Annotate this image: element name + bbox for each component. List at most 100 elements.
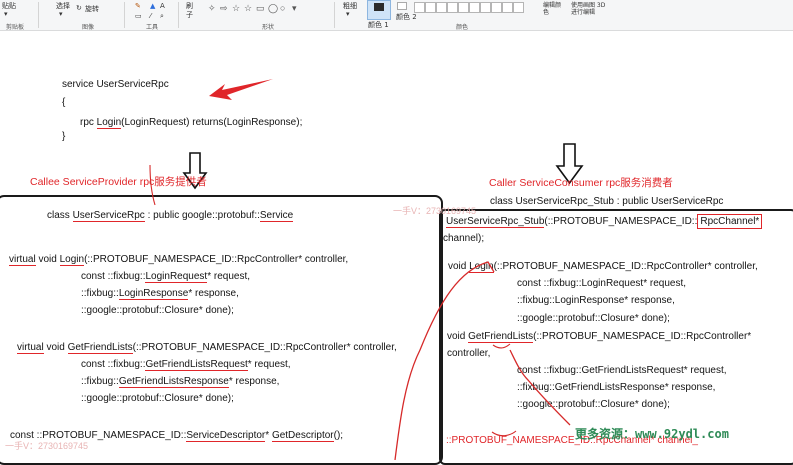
- shape-arrow-icon[interactable]: ⇨: [220, 3, 228, 13]
- login-params: (::PROTOBUF_NAMESPACE_ID::RpcController*…: [84, 254, 349, 265]
- size-dropdown-icon[interactable]: ▾: [346, 10, 350, 18]
- callee-login-param-request: const ::fixbug::LoginRequest* request,: [81, 271, 250, 283]
- caller-login-param-response: ::fixbug::LoginResponse* response,: [517, 295, 675, 306]
- param-suffix: * request,: [247, 359, 291, 370]
- ribbon-toolbar: 贴贴 ▾ 剪贴板 选择 ▾ ↻ 旋转 图像 ✎ ▲ A ▭ ⁄ ⌕ 工具 刷 子…: [0, 0, 793, 31]
- palette-swatch[interactable]: [502, 2, 513, 13]
- ribbon-separator: [124, 2, 125, 28]
- rpc-line: rpc Login(LoginRequest) returns(LoginRes…: [80, 117, 302, 129]
- login-method-name: Login: [469, 261, 494, 273]
- param-suffix: * response,: [188, 288, 239, 299]
- shape-scroll-down-icon[interactable]: ▾: [292, 3, 297, 13]
- down-arrow-right: [555, 143, 584, 185]
- caller-channel-member: ::PROTOBUF_NAMESPACE_ID::RpcChannel* cha…: [446, 435, 698, 446]
- callee-gfl-line: virtual void GetFriendLists(::PROTOBUF_N…: [17, 342, 397, 354]
- callee-login-line: virtual void Login(::PROTOBUF_NAMESPACE_…: [9, 254, 348, 266]
- palette-swatch[interactable]: [513, 2, 524, 13]
- palette-swatch[interactable]: [480, 2, 491, 13]
- palette-swatch[interactable]: [491, 2, 502, 13]
- clipboard-group-label: 剪贴板: [6, 24, 25, 31]
- ribbon-separator: [178, 2, 179, 28]
- text-tool-icon[interactable]: A: [160, 2, 165, 10]
- callee-login-param-response: ::fixbug::LoginResponse* response,: [81, 288, 239, 300]
- color1-button[interactable]: [367, 0, 391, 20]
- shape-star4-icon[interactable]: ✧: [208, 3, 216, 13]
- virtual-keyword: virtual: [17, 342, 44, 354]
- class-name: UserServiceRpc: [72, 210, 145, 222]
- palette-swatch[interactable]: [425, 2, 436, 13]
- void-keyword: void: [447, 331, 469, 342]
- callee-login-param-done: ::google::protobuf::Closure* done);: [81, 305, 234, 316]
- rotate-button[interactable]: 旋转: [85, 5, 99, 13]
- shape-star-icon[interactable]: ☆: [232, 3, 241, 13]
- color-picker-icon[interactable]: ⁄: [150, 12, 152, 20]
- color1-swatch: [374, 3, 384, 11]
- color-palette: [414, 0, 524, 22]
- void-keyword: void: [43, 342, 68, 353]
- paste-button[interactable]: 贴贴: [2, 2, 16, 10]
- down-arrow-left: [182, 152, 208, 190]
- color2-swatch[interactable]: [397, 2, 407, 10]
- color2-label[interactable]: 颜色 2: [396, 13, 417, 21]
- callee-class-decl: class UserServiceRpc : public google::pr…: [47, 210, 294, 222]
- descriptor-prefix: const ::PROTOBUF_NAMESPACE_ID::: [10, 430, 187, 441]
- descriptor-pointer: *: [265, 430, 272, 441]
- magnifier-icon[interactable]: ⌕: [160, 12, 164, 20]
- colors-group-label: 颜色: [456, 24, 469, 31]
- shape-callout-icon[interactable]: ▭: [256, 3, 265, 13]
- virtual-keyword: virtual: [9, 254, 36, 266]
- palette-swatch[interactable]: [447, 2, 458, 13]
- stub-ctor-params: (::PROTOBUF_NAMESPACE_ID::: [544, 216, 698, 227]
- class-inherit: : public google::protobuf::: [144, 210, 260, 221]
- caller-class-decl: class UserServiceRpc_Stub : public UserS…: [490, 196, 724, 207]
- rpc-method-name: Login: [96, 117, 122, 129]
- close-brace: }: [62, 131, 66, 142]
- caller-gfl-param-request: const ::fixbug::GetFriendListsRequest* r…: [517, 365, 727, 376]
- stub-ctor-name: UserServiceRpc_Stub: [446, 216, 545, 228]
- palette-swatch[interactable]: [469, 2, 480, 13]
- select-button[interactable]: 选择: [56, 2, 70, 10]
- select-dropdown-icon[interactable]: ▾: [59, 10, 63, 18]
- color1-label: 颜色 1: [368, 21, 389, 29]
- shape-star-icon[interactable]: ☆: [244, 3, 253, 13]
- gfl-params: (::PROTOBUF_NAMESPACE_ID::RpcController*: [533, 331, 752, 342]
- param-prefix: ::fixbug::: [81, 288, 119, 299]
- red-arrow-annotation: [209, 79, 273, 100]
- descriptor-type: ServiceDescriptor: [186, 430, 266, 442]
- rpcchannel-boxed-type: RpcChannel*: [697, 214, 763, 229]
- callee-gfl-param-done: ::google::protobuf::Closure* done);: [81, 393, 234, 404]
- paint3d-button[interactable]: 使用画图 3D 进行编辑: [571, 2, 606, 16]
- fill-icon[interactable]: ▲: [150, 2, 156, 10]
- eraser-icon[interactable]: ▭: [135, 12, 142, 20]
- size-button[interactable]: 粗细: [343, 2, 357, 10]
- pencil-icon[interactable]: ✎: [135, 2, 141, 10]
- wechat-watermark-bottom: 一手V：2730169745: [5, 441, 89, 451]
- brush-sub-label[interactable]: 子: [186, 11, 193, 19]
- class-keyword: class: [47, 210, 73, 221]
- caller-title: Caller ServiceConsumer rpc服务消费者: [489, 177, 673, 189]
- rotate-icon[interactable]: ↻: [76, 4, 82, 12]
- caller-login-param-request: const ::fixbug::LoginRequest* request,: [517, 278, 686, 289]
- caller-login-param-done: ::google::protobuf::Closure* done);: [517, 313, 670, 324]
- palette-swatch[interactable]: [436, 2, 447, 13]
- paste-dropdown-icon[interactable]: ▾: [4, 10, 8, 18]
- palette-swatch[interactable]: [458, 2, 469, 13]
- shape-callout-oval-icon[interactable]: ◯: [268, 3, 279, 13]
- login-params: (::PROTOBUF_NAMESPACE_ID::RpcController*…: [493, 261, 758, 272]
- edit-colors-button[interactable]: 编辑颜色: [543, 2, 562, 16]
- ribbon-separator: [38, 2, 39, 28]
- caller-login-line: void Login(::PROTOBUF_NAMESPACE_ID::RpcC…: [448, 261, 758, 273]
- param-suffix: * request,: [207, 271, 251, 282]
- shape-cloud-icon[interactable]: ○: [280, 3, 286, 13]
- brush-button[interactable]: 刷: [186, 2, 193, 10]
- caller-gfl-param-response: ::fixbug::GetFriendListsResponse* respon…: [517, 382, 716, 393]
- wechat-watermark-top: 一手V：2730169745: [393, 206, 477, 216]
- ribbon-separator: [334, 2, 335, 28]
- palette-swatch[interactable]: [414, 2, 425, 13]
- param-prefix: const ::fixbug::: [81, 359, 146, 370]
- gfl-params: (::PROTOBUF_NAMESPACE_ID::RpcController*…: [132, 342, 397, 353]
- param-type: GetFriendListsRequest: [145, 359, 248, 371]
- login-method-name: Login: [59, 254, 85, 266]
- gfl-method-name: GetFriendLists: [67, 342, 133, 354]
